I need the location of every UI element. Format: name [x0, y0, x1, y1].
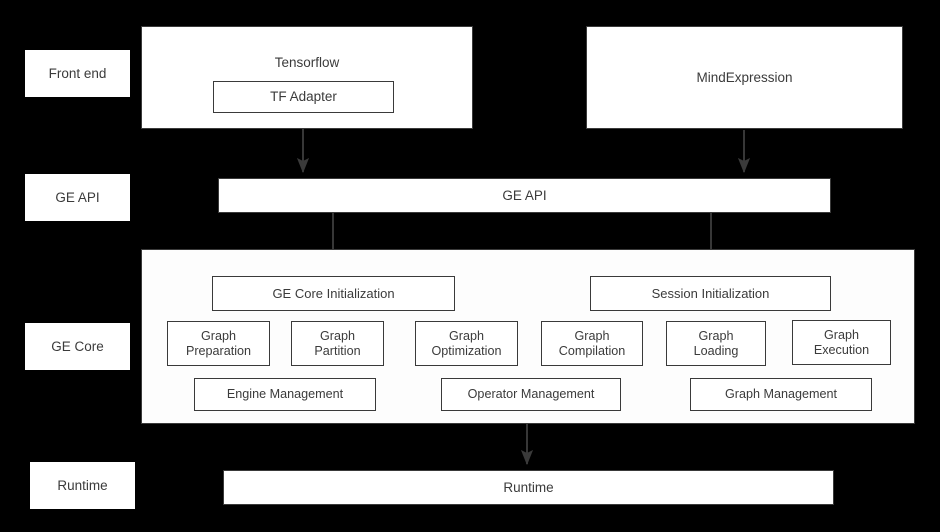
engine-management-box[interactable]: Engine Management [194, 378, 376, 411]
tf-adapter-box[interactable]: TF Adapter [213, 81, 394, 113]
operator-management-box[interactable]: Operator Management [441, 378, 621, 411]
ge-api-bar-label: GE API [502, 187, 547, 203]
graph-execution-label: Graph Execution [813, 327, 870, 357]
tensorflow-label: Tensorflow [274, 55, 340, 70]
ge-core-initialization-label: GE Core Initialization [272, 285, 395, 301]
graph-loading-label: Graph Loading [693, 328, 739, 358]
session-initialization-box[interactable]: Session Initialization [590, 276, 831, 311]
stage-label-ge-core: GE Core [25, 323, 130, 370]
session-initialization-label: Session Initialization [651, 285, 770, 301]
graph-optimization-box[interactable]: Graph Optimization [415, 321, 518, 366]
mindexpression-label: MindExpression [696, 69, 793, 85]
tf-adapter-label: TF Adapter [270, 89, 337, 105]
graph-management-label: Graph Management [724, 387, 837, 402]
operator-management-label: Operator Management [467, 387, 595, 402]
ge-core-initialization-box[interactable]: GE Core Initialization [212, 276, 455, 311]
stage-label-ge-api: GE API [25, 174, 130, 221]
graph-optimization-label: Graph Optimization [431, 328, 502, 358]
graph-loading-box[interactable]: Graph Loading [666, 321, 766, 366]
graph-compilation-label: Graph Compilation [558, 328, 626, 358]
ge-api-bar[interactable]: GE API [218, 178, 831, 213]
graph-management-box[interactable]: Graph Management [690, 378, 872, 411]
graph-preparation-box[interactable]: Graph Preparation [167, 321, 270, 366]
runtime-bar-label: Runtime [503, 479, 554, 495]
graph-compilation-box[interactable]: Graph Compilation [541, 321, 643, 366]
graph-partition-box[interactable]: Graph Partition [291, 321, 384, 366]
mindexpression-box[interactable]: MindExpression [586, 26, 903, 129]
graph-preparation-label: Graph Preparation [185, 328, 252, 358]
stage-label-front-end: Front end [25, 50, 130, 97]
stage-label-runtime: Runtime [30, 462, 135, 509]
runtime-bar[interactable]: Runtime [223, 470, 834, 505]
tensorflow-container[interactable]: Tensorflow [141, 26, 473, 129]
engine-management-label: Engine Management [226, 387, 344, 402]
graph-partition-label: Graph Partition [314, 328, 361, 358]
graph-execution-box[interactable]: Graph Execution [792, 320, 891, 365]
ge-core-panel: GE Core Initialization Session Initializ… [141, 249, 915, 424]
